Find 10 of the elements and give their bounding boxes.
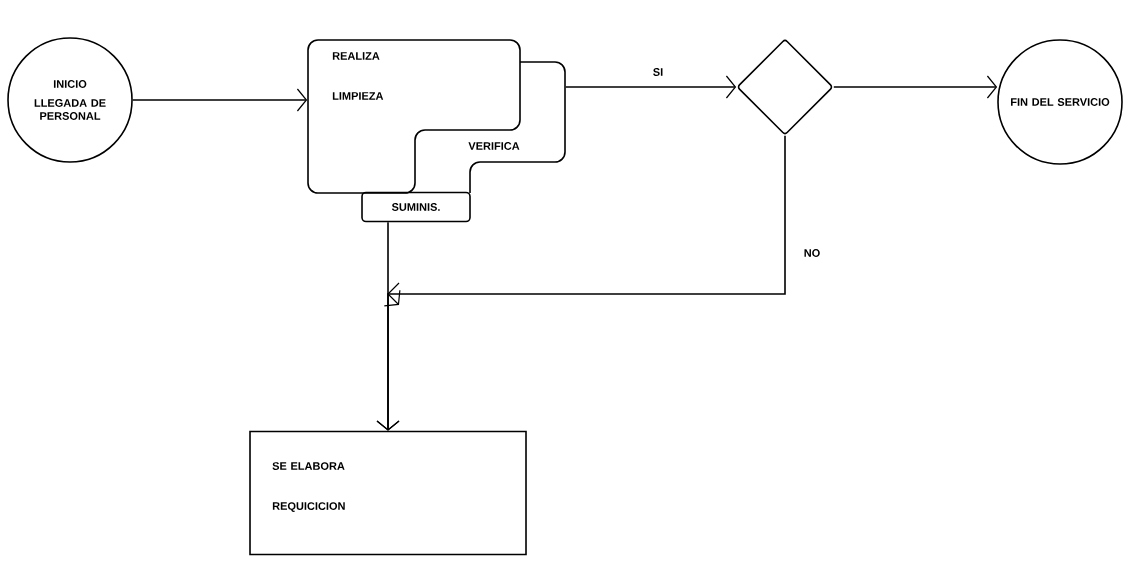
- process-box: SE ELABORA REQUICICION: [249, 430, 527, 556]
- edge-label: NO: [801, 247, 823, 259]
- arrow: [833, 75, 998, 99]
- process-box: VERIFICA: [468, 61, 566, 194]
- arrow: [376, 135, 786, 431]
- decision-diamond: [737, 39, 833, 135]
- process-box: SUMINIS.: [361, 191, 471, 223]
- arrow: [565, 75, 737, 99]
- edge-label: SI: [650, 66, 666, 78]
- arrow: [132, 88, 308, 112]
